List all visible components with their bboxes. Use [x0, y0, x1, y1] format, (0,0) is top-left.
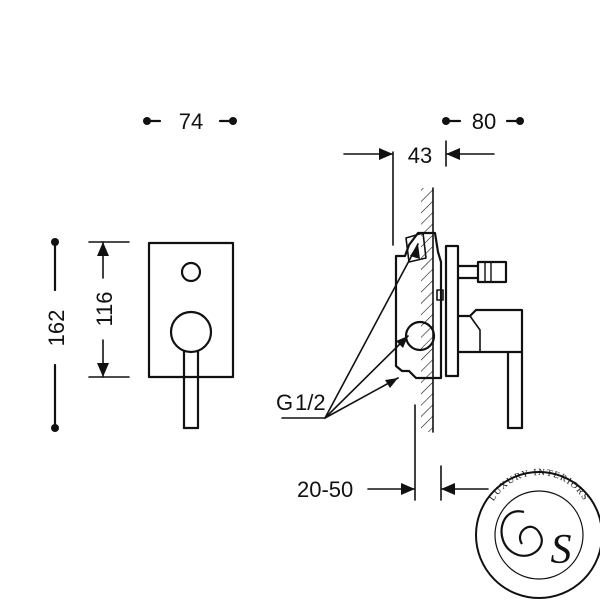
logo-monogram: S: [551, 527, 572, 573]
label-body-height: 116: [92, 291, 117, 326]
handle-base: [169, 310, 213, 354]
label-thread: G: [276, 390, 293, 415]
label-thread-fraction: 1/2: [295, 390, 326, 415]
label-side-depth: 80: [472, 109, 496, 134]
logo-swirl: [500, 510, 543, 557]
brand-logo: LUXURY INTERIORS S: [475, 468, 600, 599]
label-total-height: 162: [44, 310, 69, 347]
valve-nub: [436, 289, 444, 301]
side-handle: [456, 308, 524, 430]
label-front-width: 74: [179, 109, 203, 134]
label-wall-range: 20-50: [297, 477, 353, 502]
front-view: [147, 241, 235, 430]
side-cover-plate: [444, 244, 460, 378]
diverter-knob: [180, 261, 202, 283]
front-plate: [147, 241, 235, 379]
label-recess: 43: [408, 143, 432, 168]
valve-outlet: [404, 320, 436, 352]
side-view: [392, 151, 524, 433]
dimension-markers: [51, 117, 524, 495]
side-diverter: [456, 260, 508, 284]
valve-body: [394, 231, 443, 380]
wall-hatch: [421, 188, 433, 432]
thread-leaders: [281, 243, 419, 419]
